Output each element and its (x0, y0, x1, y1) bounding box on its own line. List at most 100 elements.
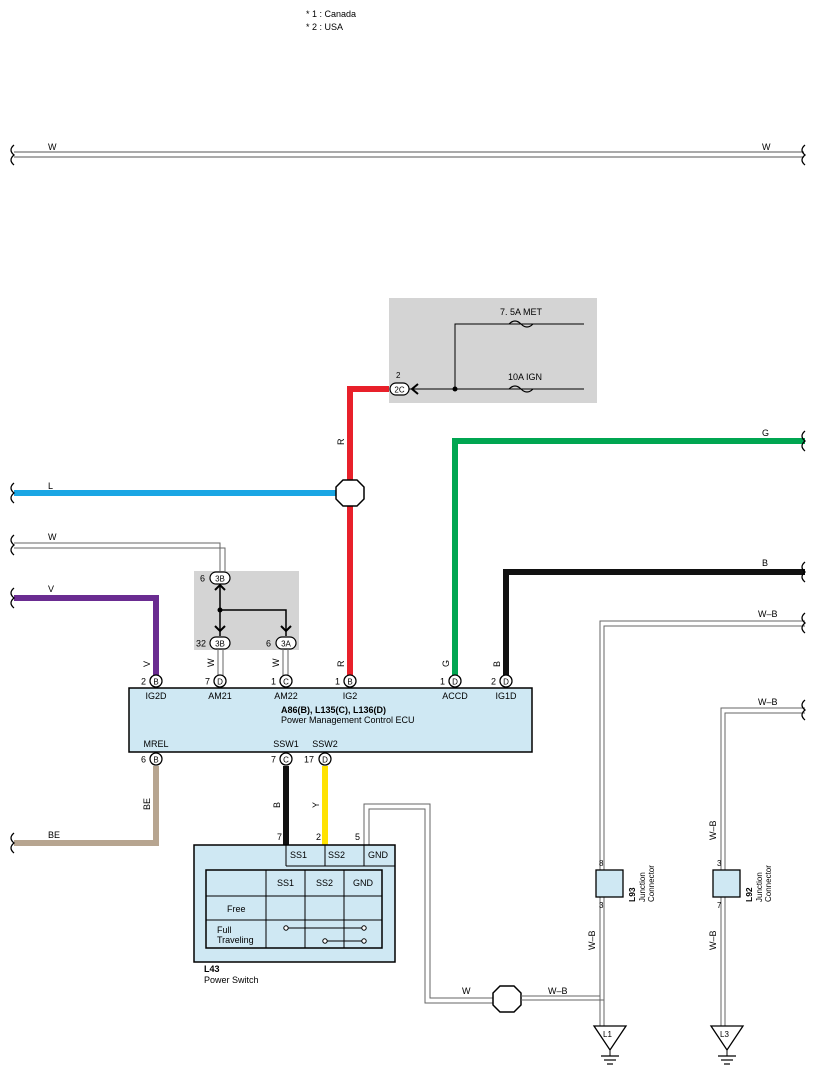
wire-l: L (10, 481, 337, 504)
conn-3a: 3A (281, 640, 291, 649)
l92-name1: Junction (755, 872, 764, 902)
wire-label-v-ig2d: V (142, 661, 152, 667)
switch-table: SS1 SS2 GND Free Full Traveling (205, 869, 383, 949)
junction-connector-l92: 3 7 L92 Junction Connector (712, 859, 773, 910)
wire-b: B B (492, 558, 807, 680)
fuse-met-icon (508, 320, 534, 328)
splice-point-top (335, 479, 365, 507)
wire-label-b: B (762, 558, 768, 568)
pin-num: 7 (205, 677, 210, 687)
connector-2c-label: 2C (394, 386, 404, 395)
connector-arrow-icon (410, 383, 419, 395)
wire-gnd: W (363, 803, 494, 1004)
pin-label: AM22 (274, 691, 298, 701)
l93-id: L93 (627, 887, 637, 902)
table-header-gnd: GND (353, 878, 374, 888)
fuse-ign-icon (508, 385, 534, 393)
wire-v: V V (10, 584, 159, 680)
l92-name2: Connector (764, 865, 773, 902)
wire-label-b-ig1d: B (492, 661, 502, 667)
fuse-met-label: 7. 5A MET (500, 307, 543, 317)
wire-label-wb-l93: W–B (587, 930, 597, 950)
pin-conn: B (153, 756, 158, 765)
pin-num: 6 (141, 755, 146, 765)
wire-label-be-vert: BE (142, 798, 152, 810)
pin-conn: B (153, 678, 158, 687)
pin-num: 1 (440, 677, 445, 687)
pin-num: 1 (271, 677, 276, 687)
fuse-ign-label: 10A IGN (508, 372, 542, 382)
ground-l1: L1 (592, 1025, 628, 1065)
l93-name2: Connector (647, 865, 656, 902)
conn-3b-top: 3B (215, 575, 225, 584)
table-row-full: Full (217, 925, 232, 935)
pin-conn: D (503, 678, 509, 687)
terminal-ss1: SS1 (290, 850, 307, 860)
wire-label-w-am22: W (271, 658, 281, 667)
wire-label-be: BE (48, 830, 60, 840)
l92-pin-top: 3 (717, 859, 722, 868)
pin-label: IG2D (145, 691, 167, 701)
pin-label: SSW1 (273, 739, 299, 749)
pin-conn: D (217, 678, 223, 687)
pin-label: SSW2 (312, 739, 338, 749)
splice-point-bottom (492, 985, 522, 1013)
wire-label-w-left: W (48, 142, 57, 152)
ground-l1-label: L1 (603, 1030, 612, 1039)
ecu-title: A86(B), L135(C), L136(D) (281, 705, 386, 715)
junction-connector-l93: 8 3 L93 Junction Connector (595, 859, 656, 910)
junction-block: 3B 6 3B 32 3A 6 (194, 571, 299, 650)
wire-label-wb-l92-bottom: W–B (708, 930, 718, 950)
l92-id: L92 (744, 887, 754, 902)
wire-wb-l93: W–B W–B (587, 609, 807, 1026)
l92-pin-bottom: 7 (717, 901, 722, 910)
switch-pin-2: 2 (316, 832, 321, 842)
wire-label-r-ig2: R (336, 660, 346, 667)
fuse-box: 7. 5A MET 10A IGN 2C 2 (389, 298, 597, 403)
wire-label-r: R (336, 438, 346, 445)
ground-l3-label: L3 (720, 1030, 729, 1039)
table-header-ss2: SS2 (316, 878, 333, 888)
terminal-gnd: GND (368, 850, 389, 860)
wire-label-l: L (48, 481, 53, 491)
pin-label: AM21 (208, 691, 232, 701)
wire-label-w-am21: W (206, 658, 216, 667)
pin-conn: D (322, 756, 328, 765)
wire-g: G G (441, 428, 807, 680)
wire-label-w-bottom: W (462, 986, 471, 996)
pin-conn: C (283, 678, 289, 687)
l93-name1: Junction (638, 872, 647, 902)
wire-label-wb-1: W–B (758, 609, 778, 619)
switch-name: Power Switch (204, 975, 259, 985)
pin-conn: C (283, 756, 289, 765)
wire-wb-bottom: W–B (521, 986, 605, 1026)
pin-3b-top: 6 (200, 574, 205, 584)
l93-pin-top: 8 (599, 859, 604, 868)
wire-label-v: V (48, 584, 54, 594)
wire-label-wb-bottom: W–B (548, 986, 568, 996)
table-row-traveling: Traveling (217, 935, 254, 945)
ecu-top-pins: B 2 IG2D D 7 AM21 C 1 AM22 B 1 IG2 D 1 A… (141, 674, 517, 701)
switch-id: L43 (204, 964, 220, 974)
pin-conn: B (347, 678, 352, 687)
top-w-wire: W W (10, 142, 807, 166)
pin-label: ACCD (442, 691, 468, 701)
terminal-ss2: SS2 (328, 850, 345, 860)
ecu-subtitle: Power Management Control ECU (281, 715, 415, 725)
pin-label: IG1D (495, 691, 517, 701)
pin-label: IG2 (343, 691, 358, 701)
pin-conn: D (452, 678, 458, 687)
wire-be: BE BE (10, 766, 159, 854)
l93-pin-bottom: 3 (599, 901, 604, 910)
pin-num: 1 (335, 677, 340, 687)
pin-label: MREL (143, 739, 168, 749)
note-usa: * 2 : USA (306, 22, 343, 32)
pin-3b-bottom: 32 (196, 639, 206, 649)
wire-label-wb-2: W–B (758, 697, 778, 707)
wire-label-w-right: W (762, 142, 771, 152)
pin-num: 2 (141, 677, 146, 687)
wire-label-g: G (762, 428, 769, 438)
switch-pin-7: 7 (277, 832, 282, 842)
pin-3a: 6 (266, 639, 271, 649)
